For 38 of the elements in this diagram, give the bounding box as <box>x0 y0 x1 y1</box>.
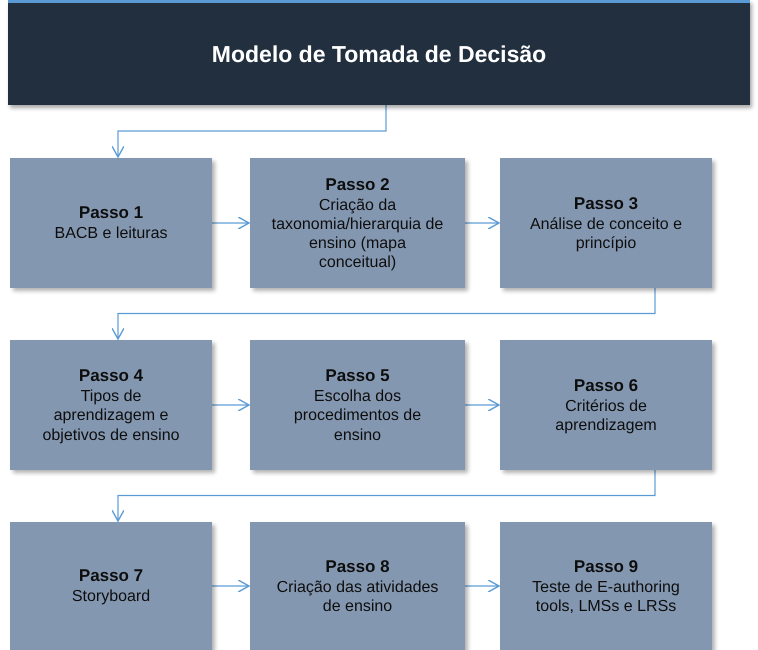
process-box <box>500 340 712 470</box>
process-box <box>10 340 212 470</box>
step-heading: Passo 3 <box>574 192 638 215</box>
step-text: Teste de E-authoring tools, LMSs e LRSs <box>531 578 681 616</box>
step-heading: Passo 6 <box>574 374 638 397</box>
arrow <box>111 288 656 340</box>
process-box <box>250 522 465 650</box>
step-text: Storyboard <box>72 587 150 607</box>
process-box <box>10 522 212 650</box>
banner-text: Modelo de Tomada de Decisão <box>212 40 546 68</box>
process-box <box>500 522 712 650</box>
arrow <box>212 579 250 593</box>
process-box <box>250 158 465 288</box>
step-heading: Passo 4 <box>78 365 144 388</box>
process-box <box>250 340 465 470</box>
title-bar <box>8 0 750 105</box>
step-text: Criação da taxonomia/hierarquia de ensino (mapa conceitual) <box>270 196 444 272</box>
arrow <box>111 105 387 158</box>
step-heading: Passo 5 <box>325 365 390 388</box>
process-box <box>500 158 712 288</box>
arrow <box>465 398 500 412</box>
arrow <box>111 470 656 522</box>
step-text: Criação das atividades de ensino <box>276 578 440 616</box>
step-heading: Passo 2 <box>325 174 390 196</box>
arrow <box>465 579 500 593</box>
step-heading: Passo 7 <box>78 565 144 588</box>
step-text: BACB e leituras <box>54 224 168 244</box>
step-text: Critérios de aprendizagem <box>554 396 658 436</box>
step-text: Análise de conceito e princípio <box>528 214 684 254</box>
step-text: Escolha dos procedimentos de ensino <box>292 387 422 445</box>
step-heading: Passo 1 <box>78 202 144 224</box>
arrow <box>465 216 500 230</box>
step-text: Tipos de aprendizagem e objetivos de ensino <box>42 387 180 445</box>
step-heading: Passo 8 <box>325 556 390 578</box>
arrow <box>212 216 250 230</box>
arrow <box>212 398 250 412</box>
process-box <box>10 158 212 288</box>
step-heading: Passo 9 <box>574 556 638 578</box>
